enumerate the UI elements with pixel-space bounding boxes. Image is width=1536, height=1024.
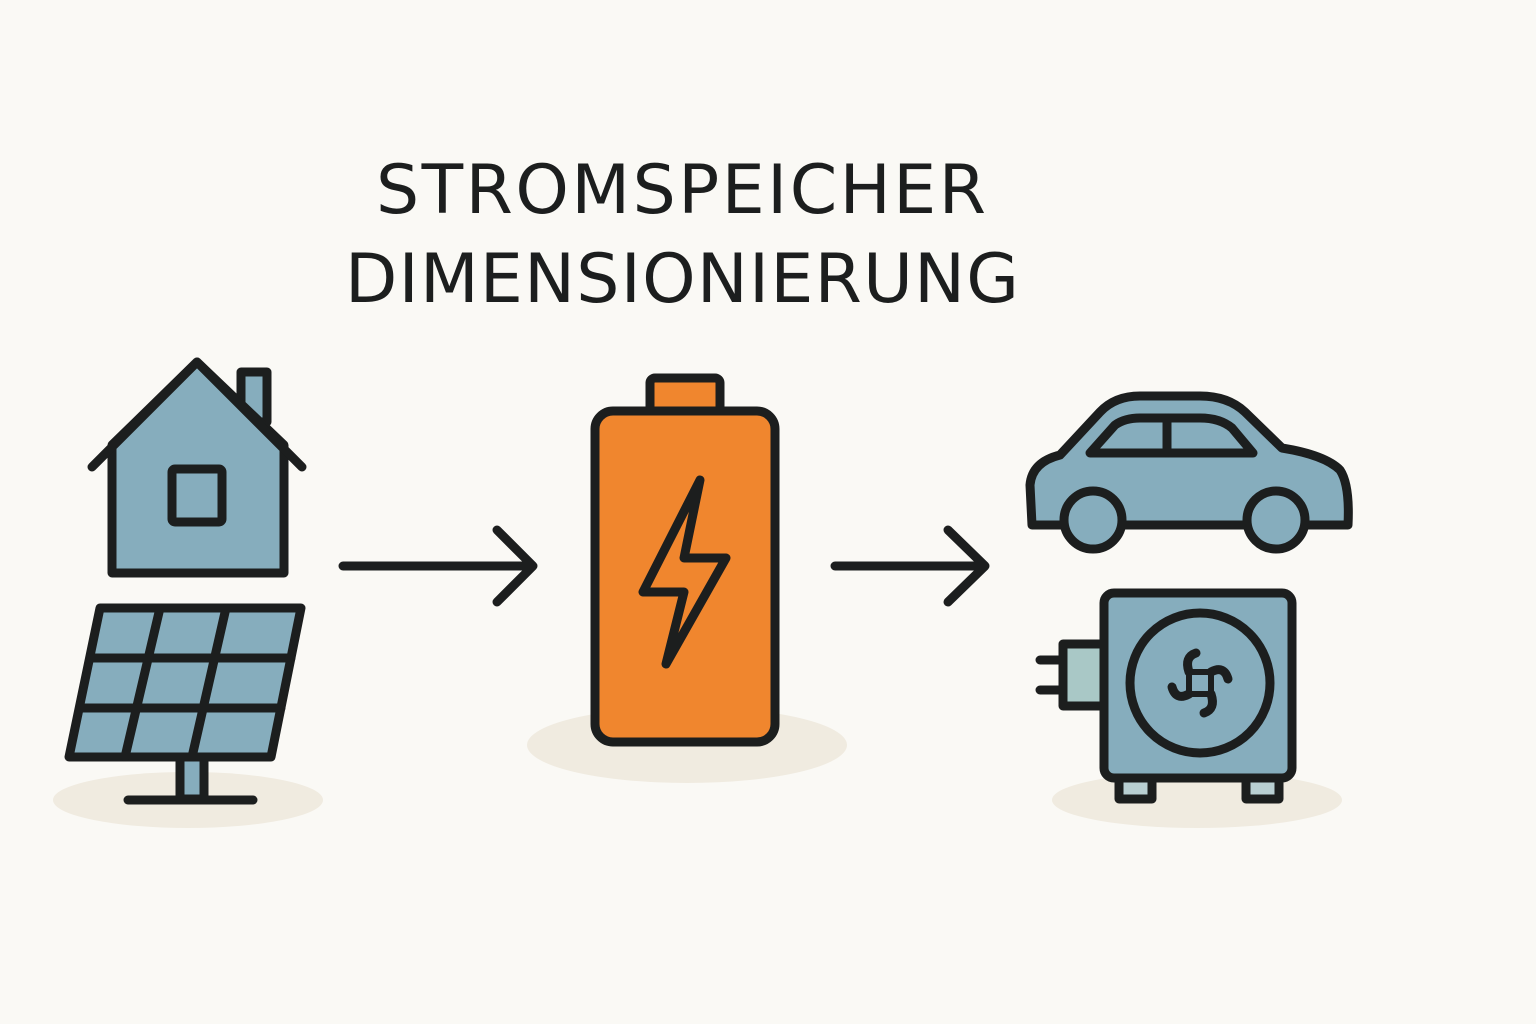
fan-icon — [1167, 648, 1233, 718]
solar-panel-icon — [64, 603, 306, 805]
car-icon — [1025, 391, 1353, 554]
lightning-bolt-icon — [638, 475, 731, 669]
arrow-right-icon — [830, 525, 990, 607]
title-line-1: STROMSPEICHER — [376, 151, 988, 230]
house-icon — [87, 357, 307, 578]
title-line-2: DIMENSIONIERUNG — [345, 240, 1021, 319]
battery-icon — [590, 373, 780, 747]
heat-pump-icon — [1035, 588, 1297, 804]
arrow-right-icon — [338, 525, 538, 607]
